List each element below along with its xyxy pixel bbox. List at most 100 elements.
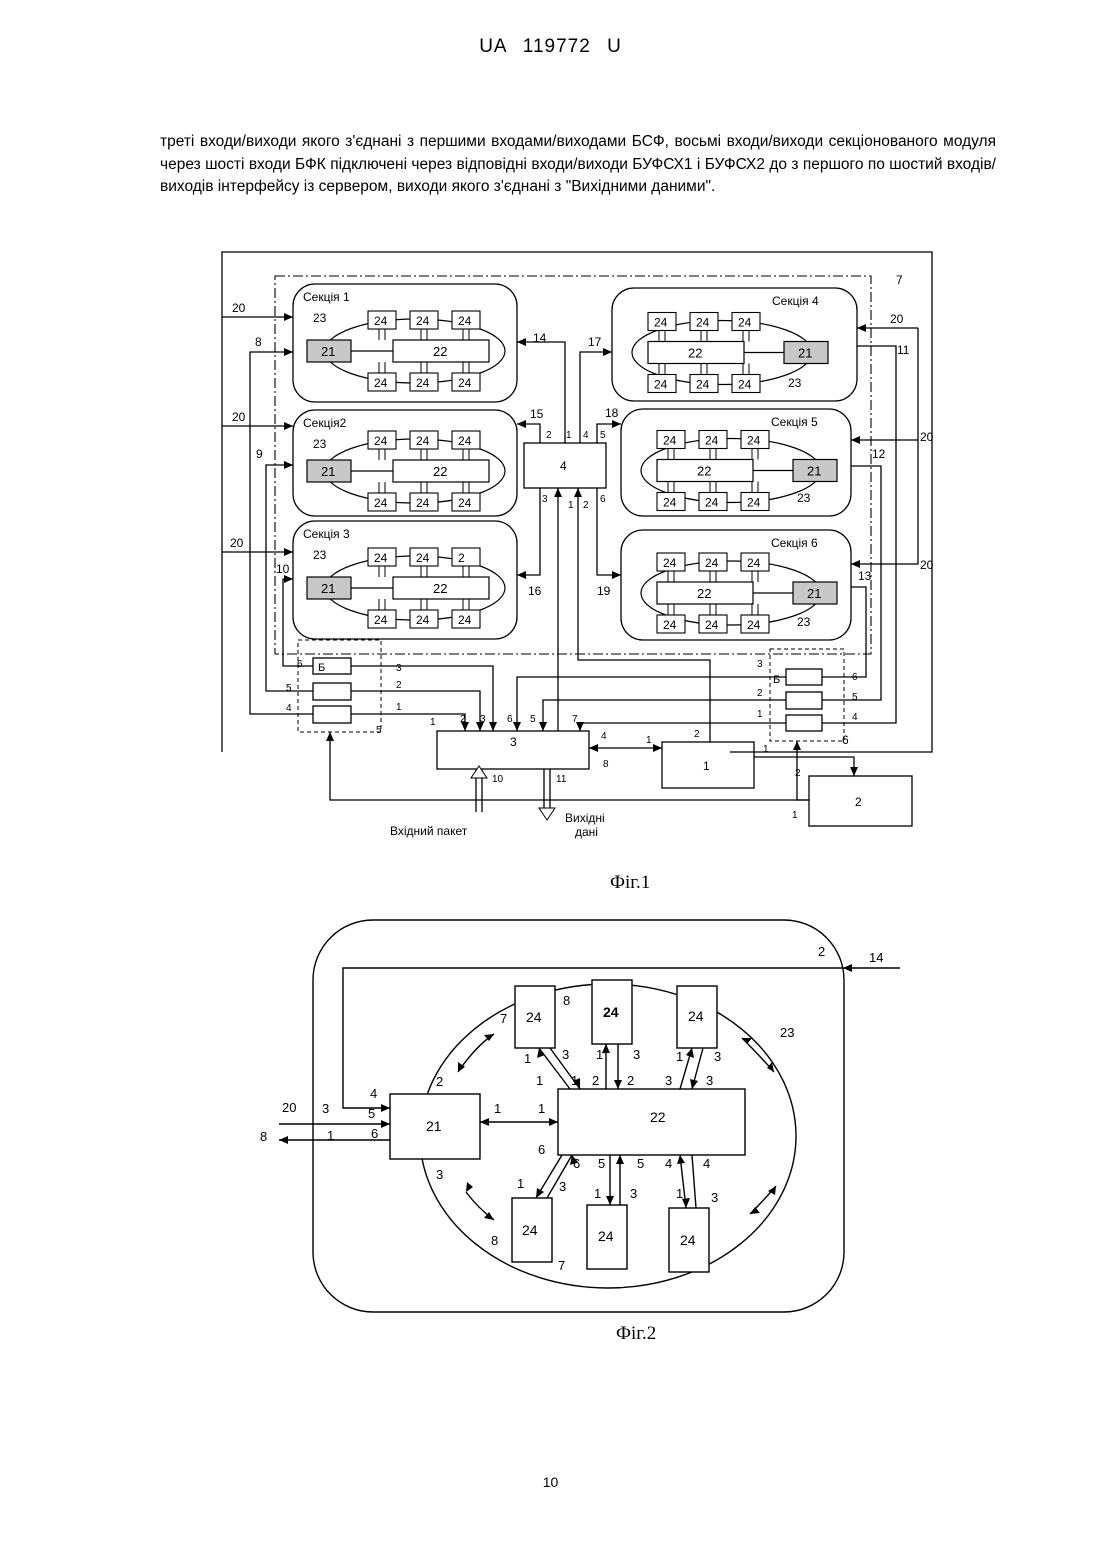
label-8: 8 <box>255 335 262 349</box>
unit-24-label: 24 <box>738 316 752 330</box>
label-17: 17 <box>588 335 602 349</box>
unit-24-label: 24 <box>654 316 668 330</box>
label-14: 14 <box>533 331 547 345</box>
label-20: 20 <box>230 536 244 550</box>
svg-text:1: 1 <box>646 735 652 746</box>
unit-24-label: 24 <box>416 613 430 627</box>
hub-22-label: 22 <box>688 346 702 361</box>
svg-text:1: 1 <box>757 709 763 720</box>
unit-24-label: 24 <box>374 434 388 448</box>
unit-24-label: 2 <box>458 551 465 565</box>
svg-text:7: 7 <box>572 714 578 725</box>
module-21-label: 21 <box>321 464 335 479</box>
svg-text:11: 11 <box>556 774 567 785</box>
svg-text:1: 1 <box>568 500 574 511</box>
svg-text:2: 2 <box>396 680 402 691</box>
ring-23-label: 23 <box>788 376 802 390</box>
fig1-section-blocks: 2221242424242424Секція 12322212424242424… <box>303 290 837 633</box>
label-19: 19 <box>597 584 611 598</box>
svg-text:5: 5 <box>852 692 858 703</box>
svg-text:2: 2 <box>583 500 589 511</box>
unit-24-label: 24 <box>696 378 710 392</box>
svg-text:6: 6 <box>842 733 849 747</box>
hub-22-label: 22 <box>433 344 447 359</box>
unit-24-label: 24 <box>416 496 430 510</box>
ring-23-label: 23 <box>797 615 811 629</box>
output-data-label-line2: дані <box>575 825 598 839</box>
svg-text:2: 2 <box>546 430 552 441</box>
label-15: 15 <box>530 407 544 421</box>
unit-24-label: 24 <box>416 314 430 328</box>
label-20: 20 <box>232 301 246 315</box>
svg-text:1: 1 <box>430 717 436 728</box>
svg-text:4: 4 <box>852 712 858 723</box>
unit-24-label: 24 <box>663 618 677 632</box>
unit-24-label: 24 <box>663 556 677 570</box>
fig1-section: 2221242424242424Секція 423 <box>632 294 828 393</box>
module-21-label: 21 <box>321 344 335 359</box>
hub-22-label: 22 <box>697 464 711 479</box>
section-title: Секція2 <box>303 416 347 430</box>
unit-24-label: 24 <box>416 434 430 448</box>
label-11: 11 <box>897 343 910 357</box>
unit-24-label: 24 <box>747 496 761 510</box>
label-10: 10 <box>276 562 290 576</box>
unit-24-label: 24 <box>416 376 430 390</box>
unit-24-label: 24 <box>705 496 719 510</box>
svg-text:6: 6 <box>852 672 858 683</box>
unit-24-label: 24 <box>374 376 388 390</box>
label-20: 20 <box>920 430 934 444</box>
svg-text:2: 2 <box>757 688 763 699</box>
unit-24-label: 24 <box>705 618 719 632</box>
svg-text:2: 2 <box>694 729 700 740</box>
label-20: 20 <box>920 558 934 572</box>
unit-24-label: 24 <box>747 556 761 570</box>
fig1-section: 2221242424242424Секція 523 <box>641 415 837 511</box>
module-21-label: 21 <box>321 581 335 596</box>
svg-text:5: 5 <box>376 725 382 736</box>
svg-text:Б: Б <box>773 674 780 686</box>
svg-text:6: 6 <box>600 494 606 505</box>
svg-text:3: 3 <box>542 494 548 505</box>
svg-text:2: 2 <box>855 795 862 809</box>
figure-2-caption: Фіг.2 <box>616 1323 656 1345</box>
svg-text:5: 5 <box>530 714 536 725</box>
label-9: 9 <box>256 447 263 461</box>
svg-text:5: 5 <box>286 683 292 694</box>
svg-text:8: 8 <box>603 759 609 770</box>
unit-24-label: 24 <box>663 434 677 448</box>
svg-text:2: 2 <box>795 768 801 779</box>
svg-text:4: 4 <box>583 430 589 441</box>
svg-text:6: 6 <box>297 659 303 670</box>
module-21-label: 21 <box>807 586 821 601</box>
ring-23-label: 23 <box>313 548 327 562</box>
svg-text:6: 6 <box>507 714 513 725</box>
unit-24-label: 24 <box>696 316 710 330</box>
ring-23-label: 23 <box>313 437 327 451</box>
unit-24-label: 24 <box>374 314 388 328</box>
ring-23-label: 23 <box>797 491 811 505</box>
module-21-label: 21 <box>807 464 821 479</box>
svg-text:3: 3 <box>480 714 486 725</box>
section-title: Секція 6 <box>771 536 818 550</box>
unit-24-label: 24 <box>374 551 388 565</box>
unit-24-label: 24 <box>458 314 472 328</box>
input-packet-label: Вхідний пакет <box>390 824 468 838</box>
unit-24-label: 24 <box>458 434 472 448</box>
hub-22-label: 22 <box>433 464 447 479</box>
svg-text:1: 1 <box>792 810 798 821</box>
section-title: Секція 3 <box>303 527 350 541</box>
unit-24-label: 24 <box>654 378 668 392</box>
svg-text:Б: Б <box>318 662 325 674</box>
unit-24-label: 24 <box>747 434 761 448</box>
hub-22-label: 22 <box>697 586 711 601</box>
label-20: 20 <box>890 312 904 326</box>
unit-24-label: 24 <box>705 434 719 448</box>
section-title: Секція 4 <box>772 294 819 308</box>
unit-24-label: 24 <box>705 556 719 570</box>
svg-text:1: 1 <box>703 759 710 773</box>
fig1-io-labels: Вхідний пакет Вихідні дані <box>390 811 605 839</box>
fig1-section: 2221242424242424Секція 123 <box>303 290 505 391</box>
svg-text:4: 4 <box>601 731 607 742</box>
section-title: Секція 1 <box>303 290 350 304</box>
